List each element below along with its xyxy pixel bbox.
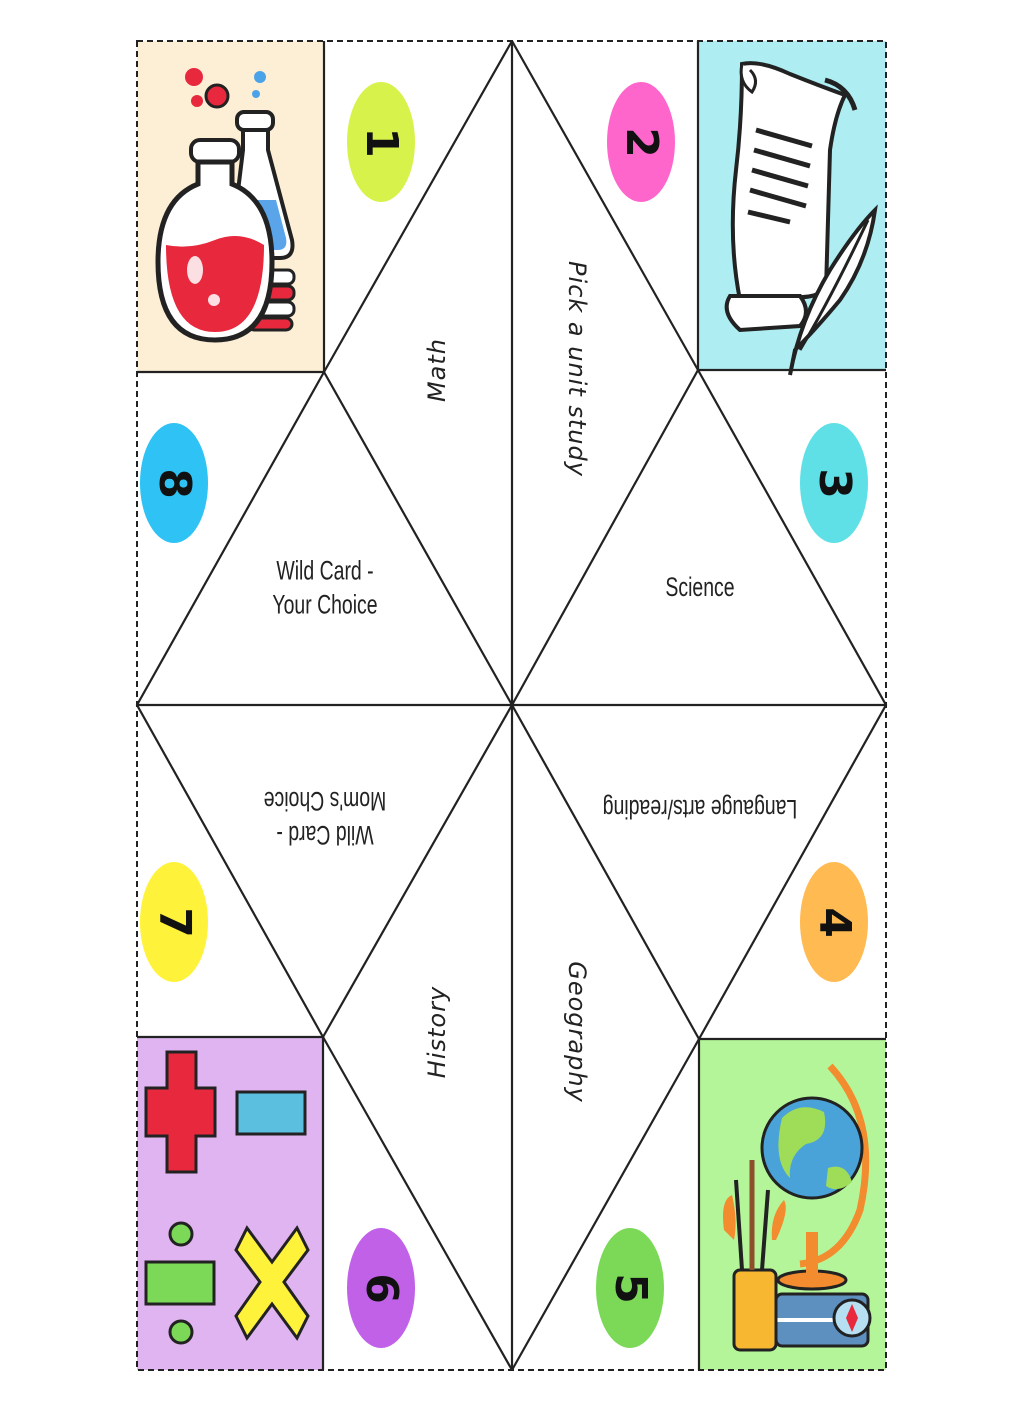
number-circle-3[interactable]: 3: [800, 423, 868, 543]
number-8: 8: [148, 467, 200, 499]
globe-art-supplies-icon: [723, 1063, 872, 1352]
number-7: 7: [148, 906, 200, 938]
label-science: Science: [665, 572, 735, 603]
label-wild-card-moms-choice-line1: Wild Card -: [276, 819, 374, 850]
label-wild-card-moms-choice-line2: Mom's Choice: [263, 786, 387, 816]
label-language-arts-reading: Langauge arts/reading: [602, 793, 798, 824]
number-circle-7[interactable]: 7: [140, 862, 208, 982]
number-2: 2: [615, 126, 667, 158]
label-wild-card-your-choice-line2: Your Choice: [272, 589, 378, 619]
number-1: 1: [355, 126, 407, 158]
label-history: History: [423, 985, 451, 1079]
number-4: 4: [808, 906, 860, 938]
label-wild-card-your-choice-line1: Wild Card -: [276, 555, 374, 586]
label-geography: Geography: [563, 961, 591, 1103]
label-wild-card-moms-choice: Wild Card - Mom's Choice: [264, 783, 387, 851]
label-wild-card-your-choice: Wild Card - Your Choice: [272, 554, 377, 622]
chemistry-flask-icon: [155, 68, 296, 343]
number-6: 6: [355, 1272, 407, 1304]
number-circle-1[interactable]: 1: [347, 82, 415, 202]
number-circle-5[interactable]: 5: [596, 1228, 664, 1348]
label-pick-a-unit-study: Pick a unit study: [563, 261, 591, 477]
number-circle-4[interactable]: 4: [800, 862, 868, 982]
scroll-quill-icon: [724, 61, 878, 376]
number-circle-2[interactable]: 2: [607, 82, 675, 202]
number-5: 5: [604, 1272, 656, 1304]
label-math: Math: [423, 337, 451, 403]
number-circle-6[interactable]: 6: [347, 1228, 415, 1348]
number-3: 3: [808, 467, 860, 499]
math-symbols-icon: [144, 1050, 310, 1345]
number-circle-8[interactable]: 8: [140, 423, 208, 543]
